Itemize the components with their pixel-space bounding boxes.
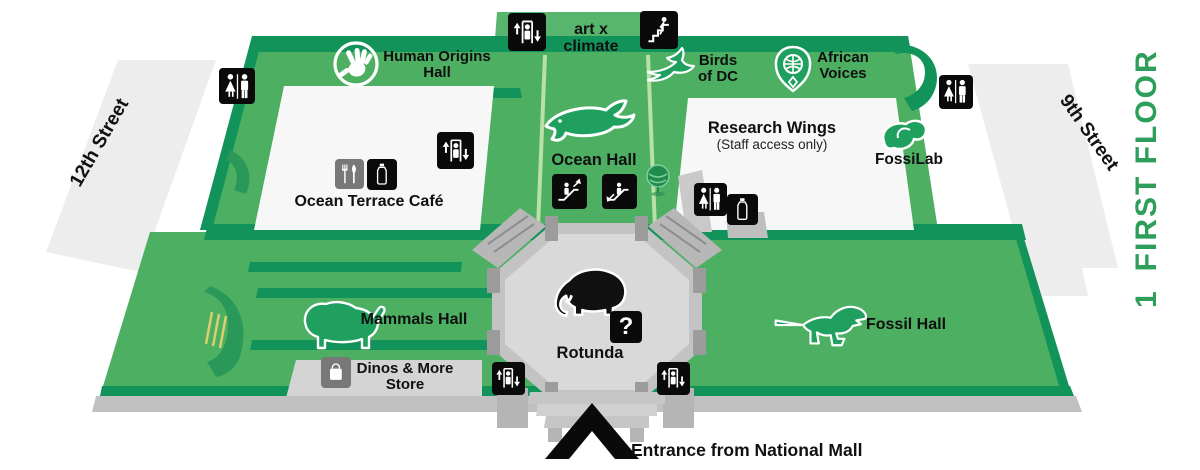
- research-wings-note: (Staff access only): [716, 136, 828, 152]
- ramp-stripe: [487, 215, 529, 245]
- question-mark-glyph: ?: [618, 313, 634, 340]
- elephant-icon: [554, 268, 627, 318]
- rotunda-label: Rotunda: [556, 344, 624, 362]
- birds-of-dc-label: Birds of DC: [687, 52, 749, 86]
- restroom-icon: [219, 68, 255, 104]
- floor-name: FIRST FLOOR: [1130, 49, 1163, 272]
- escalator-ramp-right: [648, 208, 722, 268]
- ocean-hall-label: Ocean Hall: [551, 151, 637, 169]
- water-bottle-icon: [367, 159, 397, 190]
- street-area-9th: [968, 64, 1118, 268]
- entrance-stub: [548, 428, 562, 442]
- restroom-icon: [694, 183, 727, 216]
- wall-accent-4: [248, 262, 462, 272]
- elevator-icon: [508, 13, 546, 51]
- dinos-store-label: Dinos & More Store: [351, 360, 459, 394]
- north-wall: [253, 36, 911, 52]
- birds-line2: of DC: [698, 68, 738, 86]
- mask-icon: [774, 45, 812, 93]
- hatch-line: [211, 313, 221, 347]
- column-line: [646, 54, 657, 229]
- lion-icon: [303, 300, 386, 350]
- escalator-down-icon: [602, 174, 637, 209]
- floor-title: 1 FIRST FLOOR: [1130, 8, 1164, 308]
- art-x-climate-label: art x climate: [563, 21, 619, 56]
- hatch-line: [204, 311, 214, 345]
- ne-curved-ramp: [888, 44, 937, 111]
- fork-knife-icon: [335, 159, 364, 189]
- african-voices-line1: African: [817, 49, 869, 66]
- ramp-stripe: [665, 215, 707, 245]
- fossil-hall-label: Fossil Hall: [865, 316, 947, 333]
- entrance-step: [528, 392, 665, 404]
- ramp-stripe: [493, 223, 535, 253]
- hatch-line: [218, 315, 228, 349]
- globe-icon: [646, 164, 670, 196]
- east-wall: [1014, 232, 1072, 396]
- ramp-stripe: [659, 223, 701, 253]
- human-origins-line2: Hall: [423, 64, 451, 82]
- floor-number: 1: [1130, 289, 1163, 308]
- human-origins-line1: Human Origins: [383, 48, 491, 65]
- fossil-icon: [881, 119, 928, 151]
- bird-icon: [646, 46, 696, 82]
- street-area-12th: [46, 60, 216, 272]
- question-mark-icon: ?: [610, 311, 642, 343]
- human-origins-hall-label: Human Origins Hall: [375, 48, 499, 82]
- elevator-icon: [657, 362, 690, 395]
- wall-accent-3: [250, 340, 500, 350]
- fossilab-label: FossiLab: [874, 151, 944, 168]
- amphitheater-curve: [204, 286, 244, 377]
- african-voices-label: African Voices: [810, 49, 876, 83]
- entrance-label: Entrance from National Mall: [631, 440, 863, 460]
- research-wings-title: Research Wings: [707, 119, 837, 137]
- water-bottle-icon: [727, 194, 758, 225]
- dinos-store-line1: Dinos & More: [356, 360, 454, 377]
- ocean-terrace-cafe-label: Ocean Terrace Café: [294, 193, 444, 210]
- street-area-9th-notch: [1026, 256, 1088, 296]
- entrance-stub: [630, 428, 644, 442]
- elevator-icon: [492, 362, 525, 395]
- escalator-ramp-left: [472, 208, 546, 268]
- shopping-bag-icon: [321, 357, 351, 388]
- birds-line1: Birds: [698, 52, 738, 69]
- elevator-icon: [437, 132, 474, 169]
- entrance-arrow-icon: [545, 403, 639, 459]
- research-wings-label: Research Wings (Staff access only): [698, 119, 846, 152]
- escalator-up-icon: [552, 174, 587, 209]
- wall-accent-2: [256, 288, 500, 298]
- dinos-store-line2: Store: [385, 376, 425, 394]
- stairs-icon: [640, 11, 678, 49]
- column-line: [536, 54, 547, 229]
- restroom-icon: [939, 75, 973, 109]
- african-voices-line2: Voices: [819, 65, 867, 83]
- whale-icon: [544, 99, 636, 142]
- west-hall-area: [254, 86, 494, 230]
- mammals-hall-label: Mammals Hall: [360, 311, 468, 328]
- west-small-ramp: [226, 150, 250, 194]
- trex-icon: [774, 305, 868, 347]
- hand-icon: [333, 41, 379, 87]
